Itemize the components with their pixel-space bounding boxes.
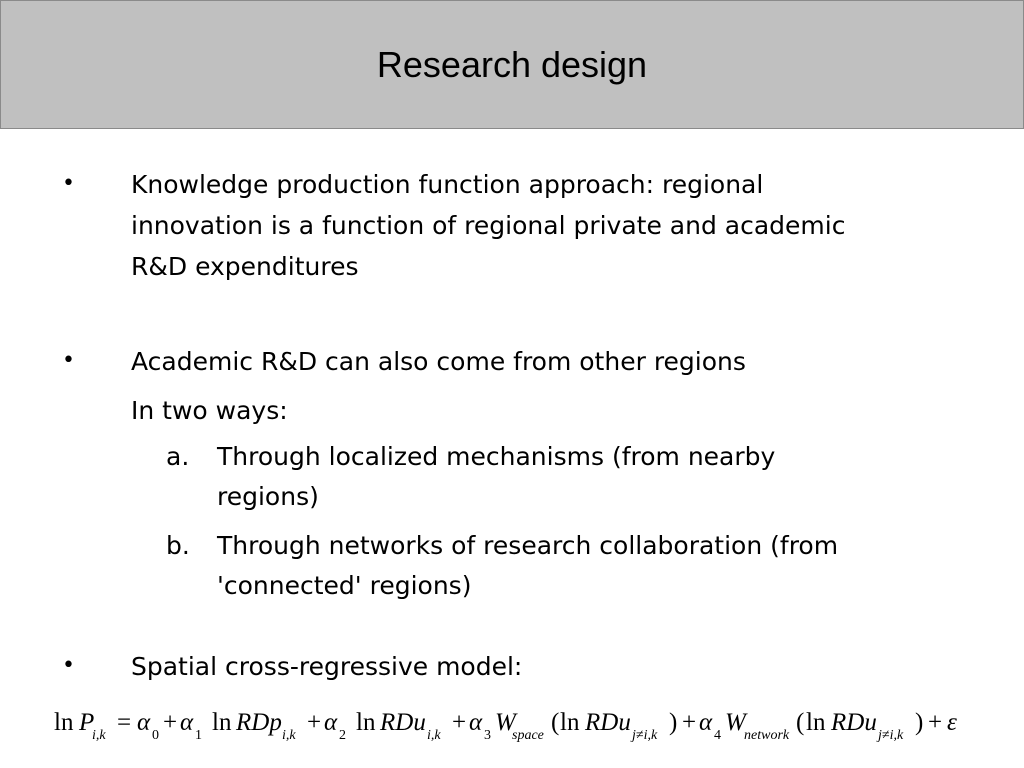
bullet-marker-2: • [62,348,75,373]
eq-sub-jik-1: j≠i,k [630,728,658,743]
sub-item-b-marker: b. [166,531,190,560]
slide-title: Research design [376,44,648,85]
sub-item-a-line-2: regions) [217,482,319,511]
eq-alpha-3-sub: 3 [484,728,491,743]
eq-sub-ik-3: i,k [427,728,441,743]
eq-plus-2: + [307,709,321,736]
eq-ln-5: ln [806,709,826,736]
eq-ln-3: ln [356,709,376,736]
eq-lparen-1: ( [551,709,559,736]
bullet-3-text: Spatial cross-regressive model: [131,652,523,681]
eq-rparen-1: ) [669,709,677,736]
sub-item-a-line-1: Through localized mechanisms (from nearb… [217,442,776,471]
bullet-1-line-1: Knowledge production function approach: … [131,170,764,199]
eq-RDu-3: RDu [830,709,877,736]
eq-P: P [78,709,94,736]
sub-item-b-line-1: Through networks of research collaborati… [217,531,839,560]
slide-title-bar [0,0,1024,129]
eq-RDu-2: RDu [584,709,631,736]
bullet-2-followup: In two ways: [131,396,288,425]
eq-plus-1: + [163,709,177,736]
eq-epsilon: ε [947,709,957,736]
regression-equation: ln P i,k = α 0 + α 1 ln RDp i,k + α 2 ln… [54,700,974,750]
eq-W-space: W [495,709,518,736]
eq-rparen-2: ) [915,709,923,736]
eq-plus-5: + [928,709,942,736]
eq-ln-1: ln [54,709,74,736]
eq-sub-ik-1: i,k [92,728,106,743]
eq-alpha-4-sub: 4 [714,728,721,743]
eq-alpha-1-sub: 1 [195,728,202,743]
eq-sub-network: network [744,728,790,743]
eq-sub-ik-2: i,k [282,728,296,743]
eq-plus-4: + [682,709,696,736]
eq-ln-2: ln [212,709,232,736]
bullet-2-text: Academic R&D can also come from other re… [131,347,746,376]
eq-equals: = [117,709,131,736]
eq-plus-3: + [452,709,466,736]
bullet-1-line-2: innovation is a function of regional pri… [131,211,846,240]
eq-ln-4: ln [560,709,580,736]
eq-RDu-1: RDu [379,709,426,736]
eq-alpha-4: α [699,709,713,736]
eq-alpha-3: α [469,709,483,736]
eq-sub-space: space [512,728,544,743]
eq-alpha-0: α [137,709,151,736]
sub-item-a-marker: a. [166,442,190,471]
eq-alpha-2-sub: 2 [339,728,346,743]
eq-alpha-0-sub: 0 [152,728,159,743]
eq-alpha-1: α [180,709,194,736]
eq-alpha-2: α [324,709,338,736]
eq-lparen-2: ( [796,709,804,736]
eq-RDp: RDp [235,709,282,736]
eq-sub-jik-2: j≠i,k [876,728,904,743]
bullet-marker-3: • [62,653,75,678]
equation-svg: ln P i,k = α 0 + α 1 ln RDp i,k + α 2 ln… [54,709,957,743]
bullet-1-line-3: R&D expenditures [131,252,359,281]
eq-W-network: W [725,709,748,736]
sub-item-b-line-2: 'connected' regions) [217,571,472,600]
bullet-marker-1: • [62,171,75,196]
